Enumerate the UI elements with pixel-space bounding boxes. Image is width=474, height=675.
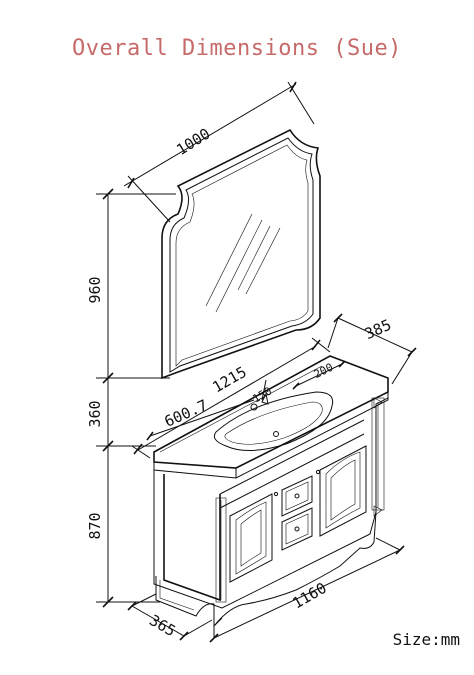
- dim-top-width: 1215: [209, 363, 249, 397]
- mirror: [161, 128, 321, 380]
- dim-cabinet-height: 870: [86, 512, 104, 539]
- dim-top-depth: 385: [362, 316, 394, 343]
- vanity-top: [153, 355, 389, 479]
- dim-mirror-gap: 360: [86, 400, 104, 427]
- dimension-labels: 1000 960 360 870 1215 385 200 150 600.7 …: [86, 125, 394, 641]
- dimension-lines: [96, 81, 417, 643]
- dim-mirror-height: 960: [86, 276, 104, 303]
- drawing-title: Overall Dimensions (Sue): [72, 36, 402, 61]
- dim-cabinet-width: 1160: [289, 579, 329, 613]
- dim-mirror-width: 1000: [173, 125, 213, 159]
- dim-cabinet-depth: 365: [146, 611, 178, 640]
- size-unit-label: Size:mm: [392, 630, 460, 649]
- vanity-cabinet: [153, 397, 389, 628]
